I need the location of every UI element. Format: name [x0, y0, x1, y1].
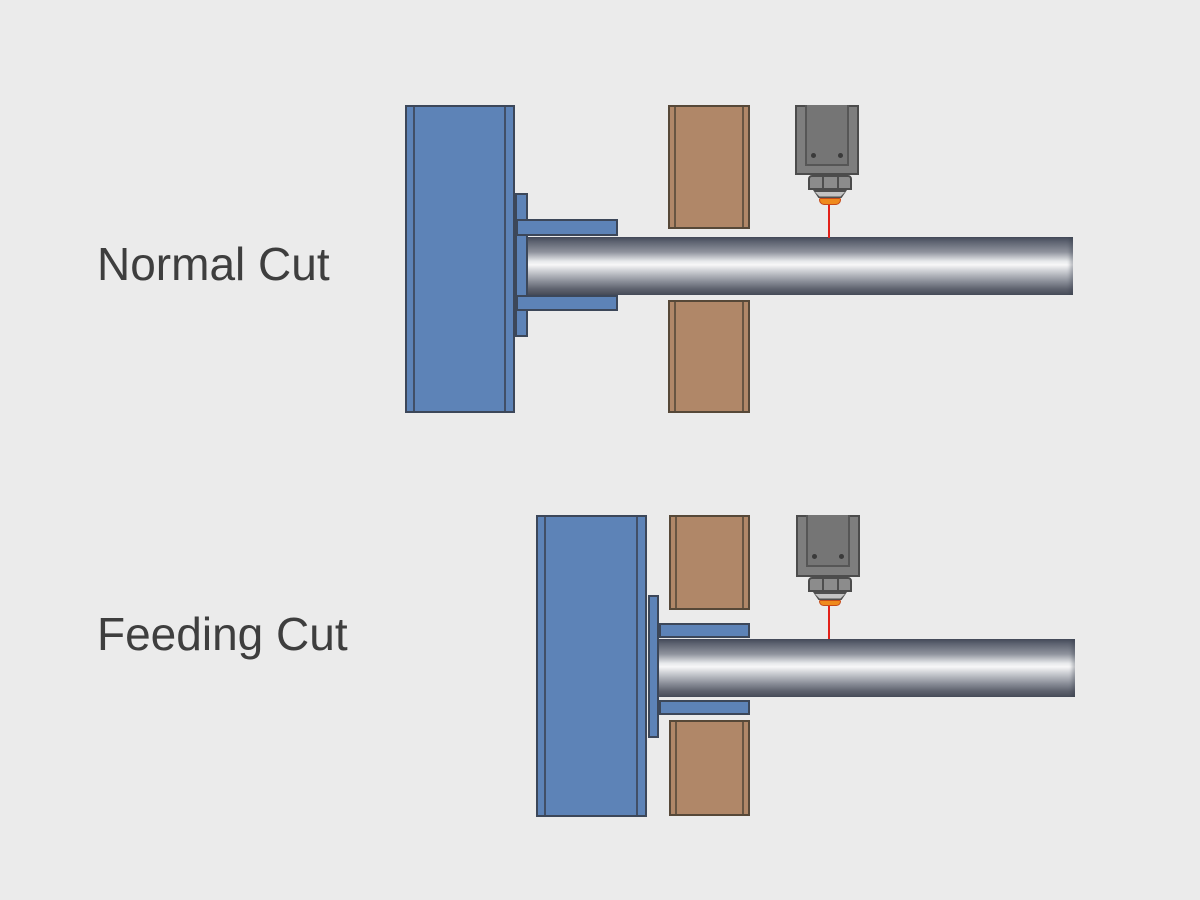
- support-roller-bottom: [669, 720, 750, 816]
- laser-cutting-head: [796, 515, 862, 645]
- steel-tube: [659, 639, 1075, 697]
- normal-cut-label: Normal Cut: [97, 238, 330, 290]
- laser-head-collar: [808, 577, 852, 592]
- chuck-jaw-top: [516, 219, 618, 236]
- chuck-jaw-bottom: [516, 295, 618, 311]
- panel-seam: [504, 107, 506, 411]
- support-roller-bottom: [668, 300, 750, 413]
- collar-seam: [837, 579, 839, 590]
- laser-cutting-head: [795, 105, 861, 240]
- nozzle-tip: [819, 600, 841, 606]
- chuck-body: [536, 515, 647, 817]
- nozzle-tip: [819, 198, 841, 205]
- panel-seam: [674, 302, 676, 411]
- panel-seam: [742, 107, 744, 227]
- panel-seam: [675, 517, 677, 608]
- panel-seam: [742, 517, 744, 608]
- chuck-jaw-top: [659, 623, 750, 638]
- support-roller-top: [668, 105, 750, 229]
- panel-seam: [742, 302, 744, 411]
- feeding-cut-label: Feeding Cut: [97, 608, 348, 660]
- panel-seam: [413, 107, 415, 411]
- laser-beam: [828, 205, 830, 238]
- screw-icon: [838, 153, 843, 158]
- screw-icon: [812, 554, 817, 559]
- laser-beam: [828, 606, 830, 639]
- chuck-faceplate: [648, 595, 659, 738]
- panel-seam: [742, 722, 744, 814]
- laser-head-collar: [808, 175, 852, 190]
- chuck-body: [405, 105, 515, 413]
- nozzle-holder: [813, 190, 847, 198]
- nozzle-holder: [813, 592, 847, 600]
- laser-head-panel: [806, 515, 850, 567]
- steel-tube: [527, 237, 1073, 295]
- support-roller-top: [669, 515, 750, 610]
- panel-seam: [544, 517, 546, 815]
- screw-icon: [839, 554, 844, 559]
- collar-seam: [837, 177, 839, 188]
- panel-seam: [636, 517, 638, 815]
- panel-seam: [675, 722, 677, 814]
- panel-seam: [674, 107, 676, 227]
- laser-head-panel: [805, 105, 849, 166]
- chuck-jaw-bottom: [659, 700, 750, 715]
- collar-seam: [822, 579, 824, 590]
- collar-seam: [822, 177, 824, 188]
- chuck-faceplate: [515, 193, 528, 337]
- screw-icon: [811, 153, 816, 158]
